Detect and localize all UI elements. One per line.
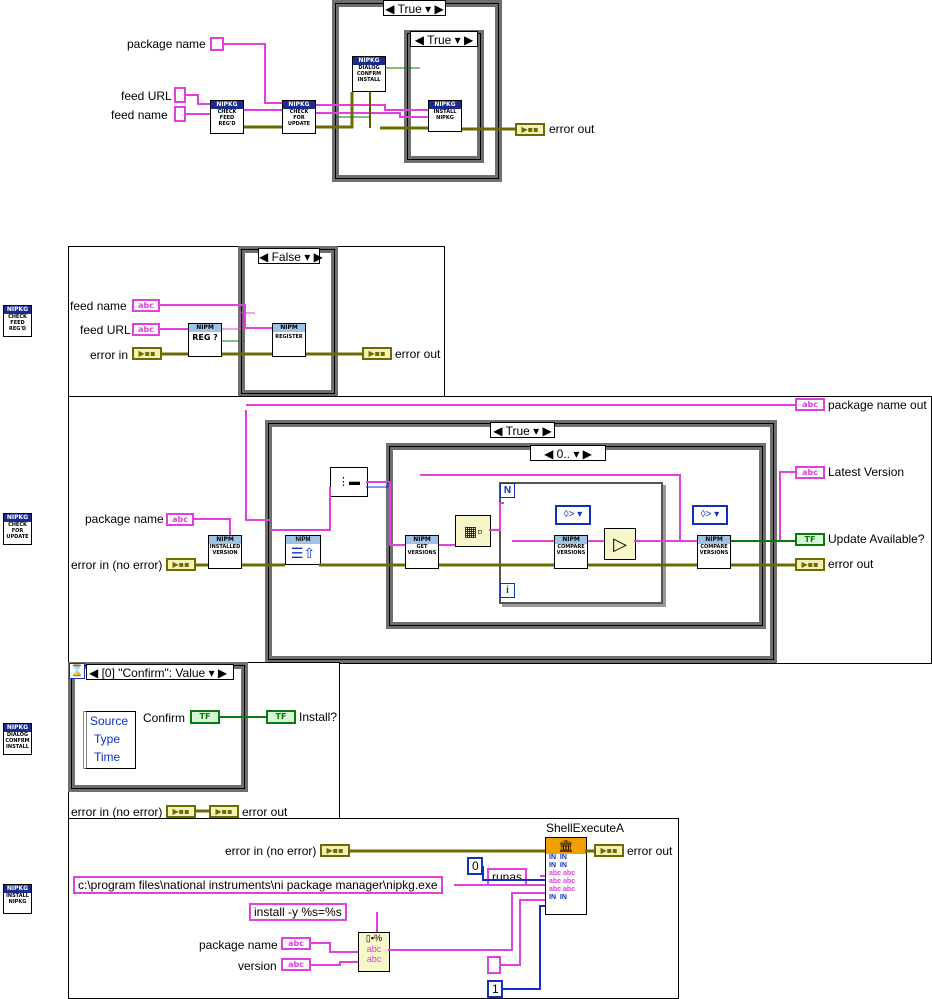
error-in-control[interactable]: ▶▪▪ (166, 558, 196, 571)
install-indicator[interactable]: TF (266, 710, 296, 724)
package-name-label: package name (199, 938, 278, 952)
error-out-label: error out (395, 347, 441, 361)
outer-case-selector[interactable]: ◀ True ▾ ▶ (383, 0, 446, 16)
compare-enum[interactable]: ◊> ▾ (692, 505, 728, 525)
event-selector[interactable]: ◀ [0] "Confirm": Value ▾ ▶ (86, 664, 234, 680)
update-case-selector[interactable]: ◀ True ▾ ▶ (490, 422, 555, 438)
inner-case-selector[interactable]: ◀ True ▾ ▶ (410, 31, 478, 47)
feed-name-control[interactable]: abc (132, 299, 160, 312)
error-in-label: error in (no error) (225, 844, 317, 858)
error-out-indicator[interactable]: ▶▪▪ (515, 123, 545, 136)
error-in-control[interactable]: ▶▪▪ (166, 805, 196, 818)
package-name-control[interactable] (210, 37, 224, 51)
event-data-type: Type (94, 732, 121, 746)
confirm-control[interactable]: TF (190, 710, 220, 724)
unbundle-node[interactable]: ⋮▬ (330, 467, 368, 497)
update-available-label: Update Available? (828, 532, 925, 546)
package-name-label: package name (85, 512, 164, 526)
feed-name-control[interactable] (174, 106, 186, 122)
update-available-indicator[interactable]: TF (795, 533, 825, 546)
install-label: Install? (299, 710, 338, 724)
shellexecute-label: ShellExecuteA (546, 821, 625, 835)
error-out-indicator[interactable]: ▶▪▪ (209, 805, 239, 818)
error-in-label: error in (no error) (71, 558, 163, 572)
error-out-label: error out (242, 805, 288, 819)
inner-case-structure[interactable] (404, 30, 484, 163)
show-cmd-constant[interactable]: 1 (487, 980, 503, 998)
error-out-label: error out (549, 122, 595, 136)
error-out-label: error out (828, 557, 874, 571)
error-in-control[interactable]: ▶▪▪ (132, 347, 162, 360)
compare-enum-loop[interactable]: ◊> ▾ (555, 505, 591, 525)
nipkg-path-constant[interactable]: c:\program files\national instruments\ni… (73, 876, 443, 894)
loop-count-terminal: N (500, 483, 515, 498)
package-name-out-indicator[interactable]: abc (795, 398, 825, 411)
feed-case-structure[interactable] (238, 246, 338, 397)
hwnd-constant[interactable]: 0 (467, 857, 483, 875)
package-name-control[interactable]: abc (281, 937, 311, 950)
error-out-indicator[interactable]: ▶▪▪ (594, 844, 624, 857)
format-constant[interactable]: install -y %s=%s (249, 903, 347, 921)
feed-name-label: feed name (111, 108, 168, 122)
latest-version-indicator[interactable]: abc (795, 466, 825, 479)
package-name-control[interactable]: abc (166, 513, 194, 526)
array-size-node[interactable]: ▦▫ (455, 515, 491, 547)
event-data-source: Source (90, 714, 129, 728)
package-info-subvi[interactable]: NIPM ☰⇧ (285, 535, 321, 565)
error-in-label: error in (no error) (71, 805, 163, 819)
feed-url-label: feed URL (121, 89, 172, 103)
package-name-label: package name (127, 37, 206, 51)
feed-url-control[interactable] (174, 87, 186, 103)
empty-dir-constant[interactable] (487, 956, 501, 974)
latest-version-label: Latest Version (828, 465, 905, 479)
feed-name-label: feed name (70, 299, 127, 313)
error-out-indicator[interactable]: ▶▪▪ (362, 347, 392, 360)
event-data-node: Source Type Time (83, 711, 136, 769)
version-control[interactable]: abc (281, 958, 311, 971)
error-out-label: error out (627, 844, 673, 858)
select-node[interactable]: ▷ (604, 528, 636, 560)
version-case-selector[interactable]: ◀ 0.. ▾ ▶ (530, 445, 606, 461)
loop-iteration-terminal: i (500, 583, 515, 598)
error-in-control[interactable]: ▶▪▪ (320, 844, 350, 857)
package-name-out-label: package name out (828, 398, 927, 412)
confirm-label: Confirm (143, 711, 186, 725)
verb-constant[interactable]: runas (487, 868, 528, 886)
error-in-label: error in (90, 348, 129, 362)
feed-url-control[interactable]: abc (132, 323, 160, 336)
version-label: version (238, 959, 277, 973)
event-data-time: Time (94, 750, 121, 764)
timeout-icon: ⌛ (69, 663, 85, 679)
feed-url-label: feed URL (80, 323, 131, 337)
error-out-indicator[interactable]: ▶▪▪ (795, 558, 825, 571)
feed-case-selector[interactable]: ◀ False ▾ ▶ (258, 248, 323, 264)
